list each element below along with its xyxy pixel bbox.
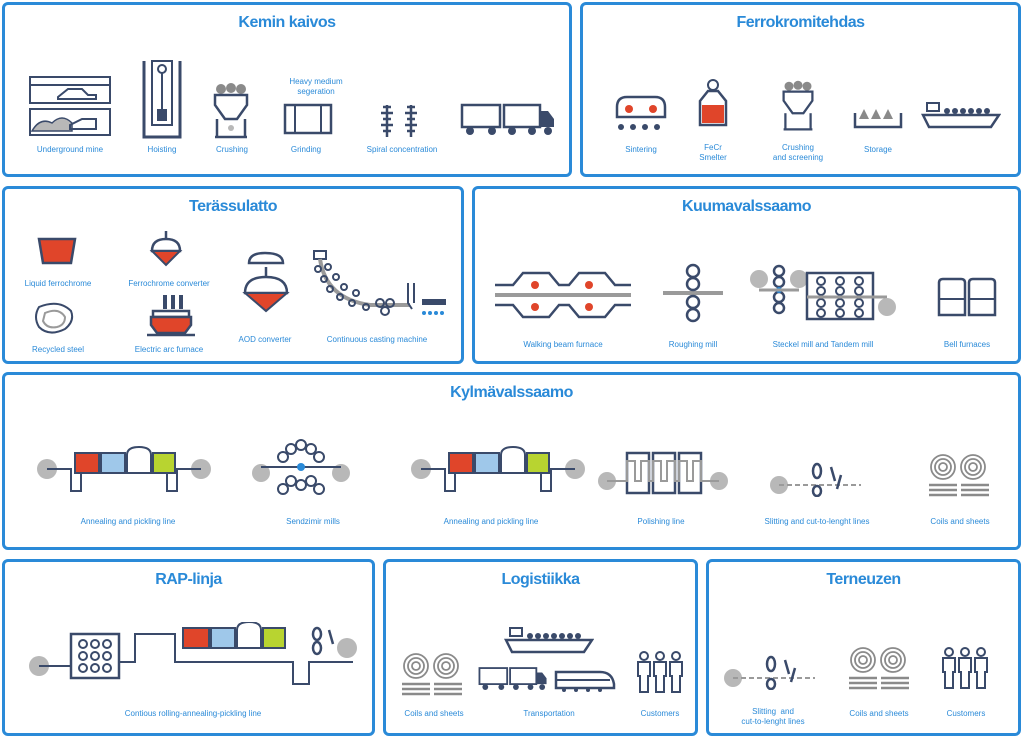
panel-terassulatto: Terässulatto Liquid ferrochrome Ferrochr… [2,186,464,364]
bell-furnaces-icon [937,277,997,317]
label-bell-furnaces: Bell furnaces [943,340,991,349]
panel-title: Ferrokromitehdas [736,14,865,31]
contious-line-icon [29,622,357,685]
fecr-smelter-icon [698,79,728,127]
label-continuous-casting: Continuous casting machine [326,335,428,344]
panel-rap-linja: RAP-linja Contious rolling-annealing-pic… [2,559,375,736]
panel-kylmavalssaamo: Kylmävalssaamo Annealing and pickling li… [2,372,1021,550]
sintering-icon [615,95,667,130]
label-walking-beam-furnace: Walking beam furnace [523,340,603,349]
label-customers: Customers [946,709,986,718]
roughing-mill-icon [663,263,723,323]
coils-sheets-icon [402,653,462,696]
truck-icon [460,103,554,135]
label-ferrochrome-converter: Ferrochrome converter [128,279,210,288]
crushing-screening-icon [782,80,814,131]
label-grinding: Grinding [290,145,322,154]
label-crushing-screening: Crushing and screening [772,143,824,162]
ferrochrome-converter-icon [149,231,183,267]
truck-icon [478,667,547,690]
hoisting-icon [142,60,182,139]
label-recycled-steel: Recycled steel [31,345,85,354]
sendzimir-mills-icon [252,439,350,495]
panel-ferrokromitehdas: Ferrokromitehdas Sintering FeCr Smelter … [580,2,1021,177]
coils-sheets-icon [849,647,909,690]
panel-title: Terneuzen [826,571,901,588]
label-steckel-tandem-mill: Steckel mill and Tandem mill [772,340,874,349]
label-spiral-concentration: Spiral concentration [366,145,438,154]
label-annealing-pickling-1: Annealing and pickling line [80,517,176,526]
label-annealing-pickling-2: Annealing and pickling line [443,517,539,526]
panel-title: Kylmävalssaamo [450,384,573,401]
aod-converter-icon [242,251,290,313]
electric-arc-furnace-icon [147,295,195,337]
label-customers: Customers [640,709,680,718]
panel-kemin-kaivos: Kemin kaivos Underground mine Hoisting C… [2,2,572,177]
continuous-casting-icon [313,250,446,316]
spiral-concentration-icon [381,105,417,137]
panel-title: Kemin kaivos [238,14,336,31]
label-electric-arc-furnace: Electric arc furnace [134,345,204,354]
panel-title: RAP-linja [155,571,222,588]
recycled-steel-icon [35,302,74,334]
label-liquid-ferrochrome: Liquid ferrochrome [24,279,92,288]
ship-icon [921,102,1001,129]
label-storage: Storage [863,145,893,154]
label-hoisting: Hoisting [147,145,177,154]
label-sendzimir-mills: Sendzimir mills [286,517,340,526]
label-coils-sheets: Coils and sheets [849,709,909,718]
panel-title: Logistiikka [501,571,580,588]
polishing-line-icon [598,451,728,495]
separation-drum-icon [283,103,333,135]
panel-logistiikka: Logistiikka Coils and sheets Transportat… [383,559,698,736]
label-slitting-lines: Slitting and cut-to-lenght lines [764,517,870,526]
label-crushing: Crushing [215,145,249,154]
label-aod-converter: AOD converter [238,335,292,344]
storage-icon [853,109,903,129]
label-heavy-medium-segeration: Heavy medium segeration [289,77,343,96]
label-coils-sheets: Coils and sheets [930,517,990,526]
steckel-mill-icon [750,264,896,321]
walking-beam-furnace-icon [495,271,631,319]
panel-terneuzen: Terneuzen Slitting and cut-to-lenght lin… [706,559,1021,736]
label-polishing-line: Polishing line [637,517,685,526]
ship-icon [504,627,594,654]
crushing-icon [213,83,249,139]
label-roughing-mill: Roughing mill [668,340,718,349]
label-sintering: Sintering [625,145,657,154]
label-coils-sheets: Coils and sheets [404,709,464,718]
label-contious-line: Contious rolling-annealing-pickling line [124,709,262,718]
customers-icon [637,651,683,693]
panel-title: Kuumavalssaamo [681,198,812,215]
panel-title: Terässulatto [189,198,277,215]
slitting-icon [770,462,861,497]
underground-mine-icon [29,76,111,136]
label-fecr-smelter: FeCr Smelter [699,143,727,162]
coils-sheets-icon [929,454,989,497]
customers-icon [942,647,988,689]
label-slitting-lines: Slitting and cut-to-lenght lines [741,707,805,726]
label-underground-mine: Underground mine [36,145,104,154]
annealing-pickling-line-icon-1 [37,445,211,492]
annealing-pickling-line-icon-2 [411,445,585,492]
label-transportation: Transportation [523,709,575,718]
ladle-icon [37,237,77,265]
panel-kuumavalssaamo: Kuumavalssaamo Walking beam furnace Roug… [472,186,1021,364]
train-icon [554,670,616,692]
slitting-icon [724,655,815,690]
